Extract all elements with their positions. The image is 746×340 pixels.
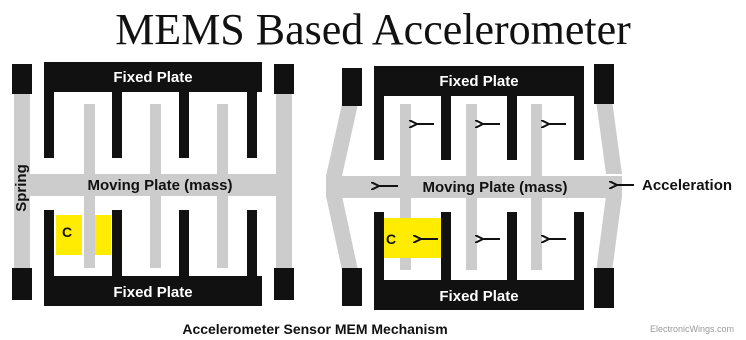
left-spring-rail [326, 196, 358, 270]
top-fixed-plate [374, 66, 584, 96]
anchor-post [342, 268, 362, 306]
moving-plate-label: Moving Plate (mass) [87, 177, 232, 194]
fixed-finger [507, 212, 517, 282]
anchor-post [12, 64, 32, 94]
fixed-finger [112, 92, 122, 158]
spring-label: Spring [13, 164, 30, 212]
anchor-post [342, 68, 362, 106]
right-spring-rail [596, 100, 622, 174]
fixed-finger [574, 212, 584, 282]
capacitance-label: C [62, 224, 72, 240]
fixed-finger [441, 212, 451, 282]
fixed-finger [112, 210, 122, 278]
left-diagram: C Fixed Plate Fixed Plate Moving Plate (… [12, 62, 294, 306]
moving-finger [150, 104, 161, 268]
fixed-finger [507, 96, 517, 160]
top-fixed-plate [44, 62, 262, 92]
page-title: MEMS Based Accelerometer [115, 5, 631, 54]
capacitor-gap [95, 215, 111, 255]
fixed-finger [374, 212, 384, 282]
fixed-finger [374, 96, 384, 160]
right-diagram: C Fixed Plate Fixed Plate Moving Plate (… [326, 64, 732, 310]
anchor-post [594, 64, 614, 104]
fixed-finger [247, 92, 257, 158]
top-fixed-plate-label: Fixed Plate [113, 69, 192, 86]
fixed-finger [574, 96, 584, 160]
top-fixed-plate-label: Fixed Plate [439, 73, 518, 90]
anchor-post [274, 268, 294, 300]
bottom-fixed-plate-label: Fixed Plate [439, 288, 518, 305]
capacitance-label: C [386, 231, 396, 247]
acceleration-label: Acceleration [642, 177, 732, 194]
fixed-finger [247, 210, 257, 278]
fixed-finger [44, 92, 54, 158]
watermark: ElectronicWings.com [650, 324, 734, 334]
fixed-finger [441, 96, 451, 160]
moving-finger [217, 104, 228, 268]
right-spring-rail [596, 196, 622, 272]
moving-finger [84, 104, 95, 268]
figure-caption: Accelerometer Sensor MEM Mechanism [182, 321, 447, 337]
fixed-finger [179, 92, 189, 158]
moving-plate-label: Moving Plate (mass) [422, 179, 567, 196]
left-spring-rail [326, 104, 358, 176]
capacitor-gap [56, 215, 82, 255]
moving-finger [531, 104, 542, 270]
anchor-post [12, 268, 32, 300]
anchor-post [274, 64, 294, 94]
bottom-fixed-plate [44, 276, 262, 306]
bottom-fixed-plate-label: Fixed Plate [113, 284, 192, 301]
fixed-finger [44, 210, 54, 278]
moving-finger [466, 104, 477, 270]
moving-finger [400, 104, 411, 270]
fixed-finger [179, 210, 189, 278]
anchor-post [594, 268, 614, 308]
bottom-fixed-plate [374, 280, 584, 310]
